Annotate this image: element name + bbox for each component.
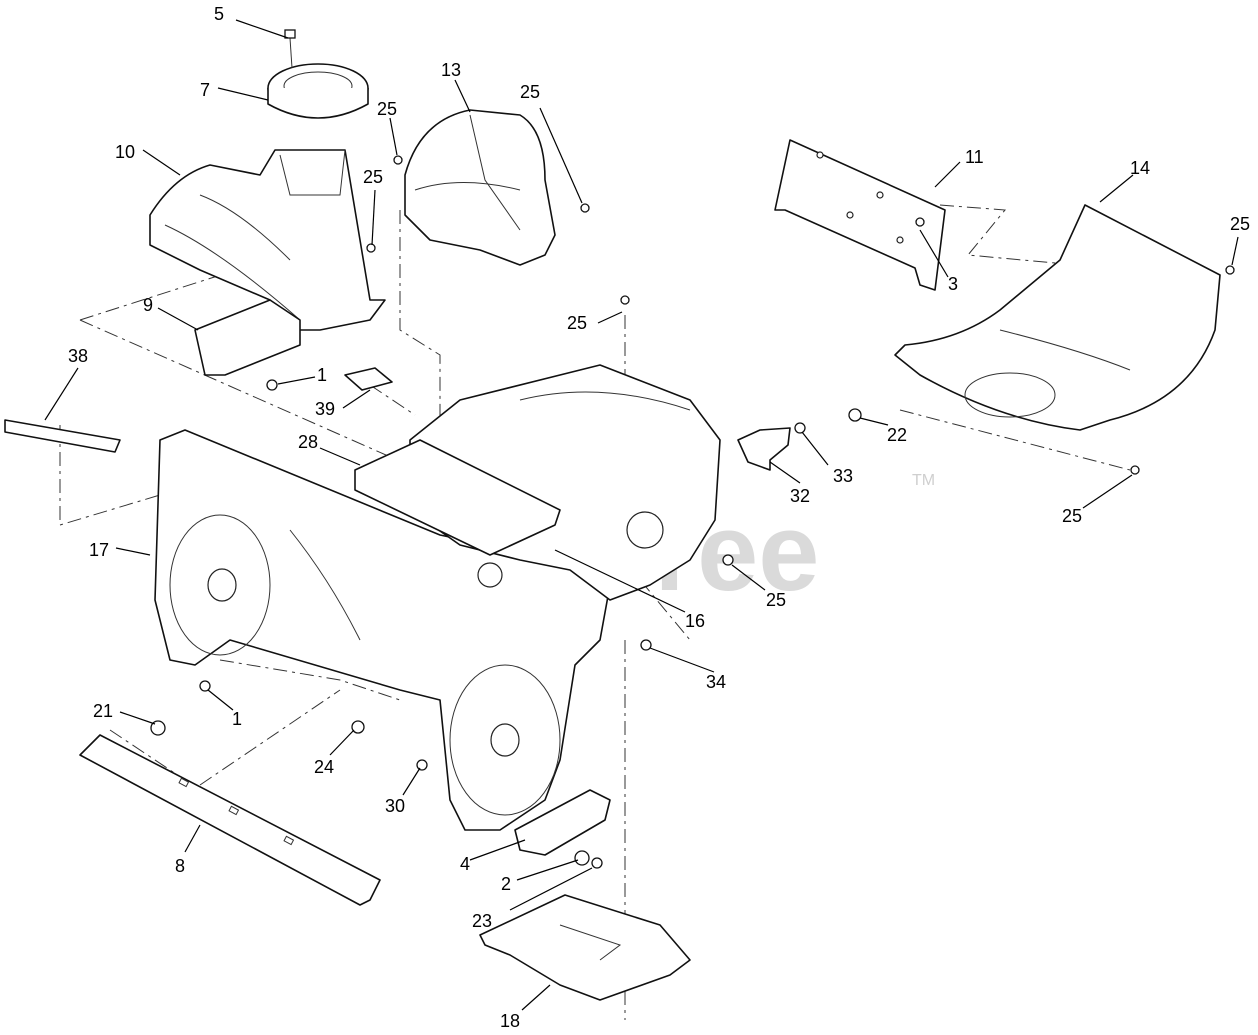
part-8-scraper xyxy=(79,734,381,906)
part-39-label xyxy=(344,367,393,391)
callout-25: 25 xyxy=(567,313,587,333)
part-7-ring xyxy=(267,63,369,119)
callout-28: 28 xyxy=(298,432,318,452)
callout-17: 17 xyxy=(89,540,109,560)
callout-18: 18 xyxy=(500,1011,520,1031)
callout-25: 25 xyxy=(1230,214,1250,234)
part-38-strip xyxy=(4,419,121,453)
callout-4: 4 xyxy=(460,854,470,874)
callout-13: 13 xyxy=(441,60,461,80)
part-32-bracket xyxy=(737,427,791,471)
part-5-screw xyxy=(284,29,296,69)
watermark-tm: TM xyxy=(912,472,935,489)
callout-25: 25 xyxy=(766,590,786,610)
callout-9: 9 xyxy=(143,295,153,315)
callout-34: 34 xyxy=(706,672,726,692)
part-14-shield xyxy=(894,204,1221,431)
callout-7: 7 xyxy=(200,80,210,100)
part-28-plate xyxy=(354,439,561,556)
callout-30: 30 xyxy=(385,796,405,816)
callout-10: 10 xyxy=(115,142,135,162)
callout-22: 22 xyxy=(887,425,907,445)
hardware xyxy=(150,155,1235,869)
callout-21: 21 xyxy=(93,701,113,721)
part-9-deflector xyxy=(194,299,301,376)
callouts: 5 7 10 13 25 25 25 11 14 25 3 9 25 38 1 … xyxy=(68,4,1250,1031)
callout-8: 8 xyxy=(175,856,185,876)
callout-32: 32 xyxy=(790,486,810,506)
callout-33: 33 xyxy=(833,466,853,486)
callout-25: 25 xyxy=(1062,506,1082,526)
leader-lines xyxy=(44,19,1239,1011)
callout-1: 1 xyxy=(317,365,327,385)
part-4-skid xyxy=(514,789,611,856)
callout-1: 1 xyxy=(232,709,242,729)
callout-14: 14 xyxy=(1130,158,1150,178)
callout-25: 25 xyxy=(520,82,540,102)
callout-11: 11 xyxy=(965,147,984,167)
callout-39: 39 xyxy=(315,399,335,419)
part-18-base xyxy=(479,894,691,1001)
callout-23: 23 xyxy=(472,911,492,931)
callout-16: 16 xyxy=(685,611,705,631)
callout-3: 3 xyxy=(948,274,958,294)
callout-24: 24 xyxy=(314,757,334,777)
callout-5: 5 xyxy=(214,4,224,24)
part-13-cover xyxy=(404,109,556,266)
callout-2: 2 xyxy=(501,874,511,894)
callout-25: 25 xyxy=(377,99,397,119)
part-11-bracket xyxy=(774,139,946,291)
callout-25: 25 xyxy=(363,167,383,187)
callout-38: 38 xyxy=(68,346,88,366)
